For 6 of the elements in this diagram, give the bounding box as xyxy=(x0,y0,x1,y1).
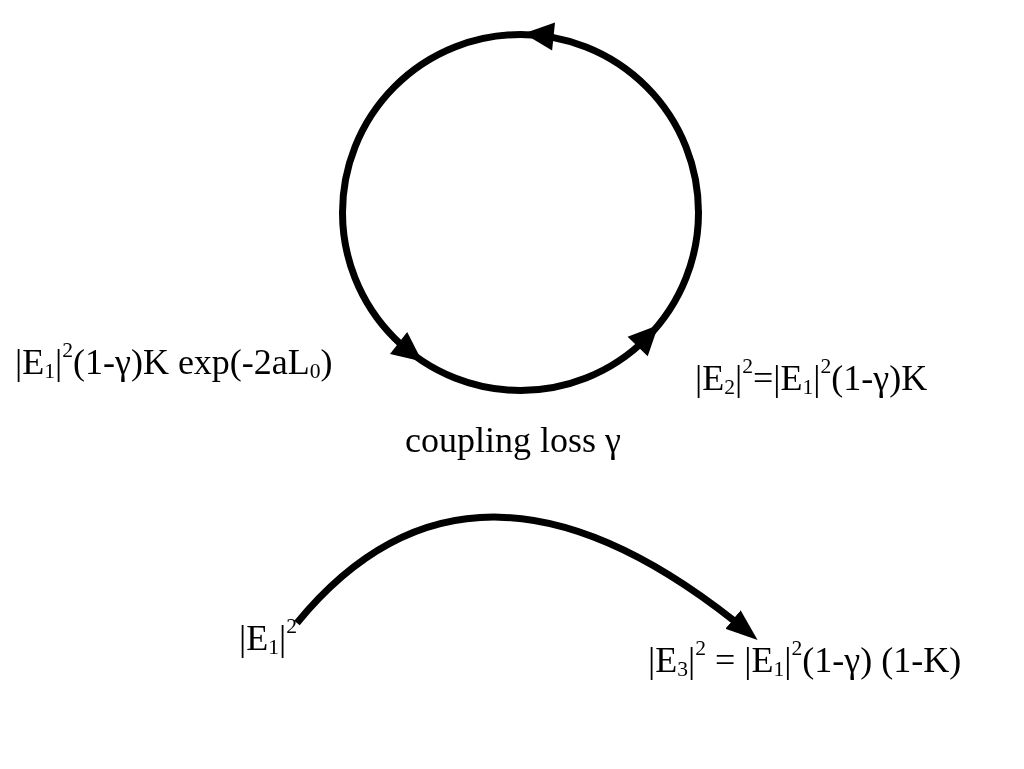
formula: |E$_{1}$|$^{2}$(1-γ)K exp(-2aL$_{0}$) xyxy=(15,342,333,384)
formula: |E$_{2}$|$^{2}$=|E$_{1}$|$^{2}$(1-γ)K xyxy=(695,358,928,400)
formula: |E$_{1}$|$^{2}$ xyxy=(239,618,297,660)
coupling-loss-label: coupling loss γ xyxy=(405,420,621,462)
formula: |E$_{3}$|$^{2}$ = |E$_{1}$|$^{2}$(1-γ) (1-K) xyxy=(648,640,962,682)
arrow xyxy=(294,513,758,640)
